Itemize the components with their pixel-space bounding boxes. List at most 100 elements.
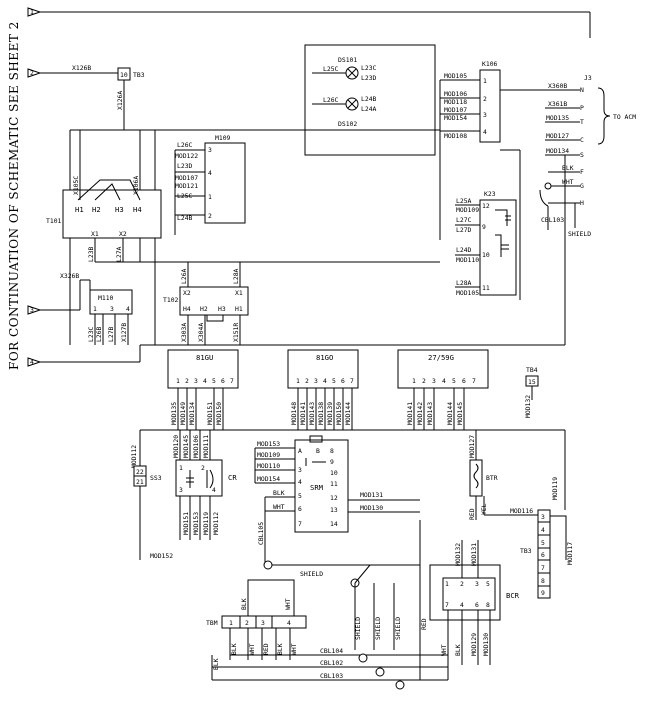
srm-pin-14: 14 — [330, 520, 338, 528]
marker-2-label: 2 — [30, 69, 34, 77]
marker-4: 4 — [27, 357, 42, 367]
t102-wire-x303a: X303A — [180, 323, 188, 342]
tb3-bottom-term-3: 3 — [541, 513, 545, 521]
tb3-bottom-term-4: 4 — [541, 526, 545, 534]
k23-wire-2: MOD109 — [456, 206, 479, 214]
k23-wire-3: L27C — [456, 216, 472, 224]
ds101-lamp: DS101 L25C L23C L23D — [304, 44, 436, 156]
k106-pin-2: 2 — [483, 95, 487, 103]
relay-81gu-wire-1: MOD135 — [170, 402, 178, 425]
srm-pin-10: 10 — [330, 469, 338, 477]
relay-81go-pin-6: 6 — [341, 377, 345, 385]
relay-81gu-pin-5: 5 — [212, 377, 216, 385]
j3-connector: J3 X360B X361B MOD135 MOD127 MOD134 BLK … — [500, 74, 636, 238]
bcr-pin-1: 1 — [445, 580, 449, 588]
j3-pin-t: T — [580, 118, 584, 126]
btr-wire-red: RED — [468, 508, 476, 520]
bcr-pin-4: 4 — [460, 601, 464, 609]
j3-pin-n: N — [580, 86, 584, 94]
tbm-wire-bot-4: BLK — [276, 643, 284, 655]
cable-shield-1: SHIELD — [300, 570, 323, 578]
t102-name: T102 — [163, 296, 179, 304]
relay-81go: 81GO 1 2 3 4 5 6 7 MOD148 MOD141 MOD143 … — [287, 349, 359, 430]
cr-name: CR — [228, 473, 237, 482]
m109-wire-1: L26C — [177, 141, 193, 149]
relay-81go-wire-4: MOD138 — [317, 402, 325, 425]
m109-pin-2: 2 — [208, 212, 212, 220]
k23-wire-5: L24D — [456, 246, 472, 254]
cable-cbl105: CBL105 — [257, 522, 265, 545]
srm-pin-3: 3 — [298, 466, 302, 474]
srm-wire-left-5: BLK — [273, 489, 285, 497]
j3-wire-g: WHT — [562, 178, 574, 186]
srm-wire-right-2: MOD130 — [360, 504, 383, 512]
srm-pin-8: 8 — [330, 447, 334, 455]
tbm-wire-bot-5: WHT — [290, 643, 298, 655]
tb4-wire: MOD132 — [524, 395, 532, 418]
bcr-wire-mod131: MOD131 — [470, 543, 478, 566]
srm-pin-13: 13 — [330, 506, 338, 514]
srm-pin-4: 4 — [298, 478, 302, 486]
wire-x126a: X126A — [116, 91, 124, 110]
k23-wire-1: L25A — [456, 197, 472, 205]
tb3-bottom-name: TB3 — [520, 547, 532, 555]
btr-wire-mod119: MOD119 — [551, 477, 559, 500]
k23-wire-7: L28A — [456, 279, 472, 287]
k23-wire-6: MOD110 — [456, 256, 479, 264]
k106-name: K106 — [482, 60, 498, 68]
k106-pin-1: 1 — [483, 77, 487, 85]
t101-transformer: T101 H1 H2 H3 H4 X1 X2 X105C X106A L23B … — [46, 130, 440, 263]
j3-cable: CBL103 — [541, 216, 564, 224]
relay-27-59g-wire-3: MOD143 — [426, 402, 434, 425]
ss3-term-21: 21 — [136, 478, 144, 486]
tbm-terminal-block: BLK WHT TBM 1 2 3 4 BLK WHT RED BLK WHT … — [206, 579, 307, 670]
tbm-term-1: 1 — [229, 619, 233, 627]
k106-wire-5: MOD154 — [444, 114, 467, 122]
m109-wire-3: L23D — [177, 162, 193, 170]
t102-pin-x1: X1 — [235, 289, 243, 297]
bcr-wire-red: RED — [420, 618, 428, 630]
ds102-lamp: L26C L24B L24A DS102 — [312, 95, 377, 128]
j3-wire-n: X360B — [548, 82, 567, 90]
ss3-switch: MOD112 22 21 SS3 MOD152 — [130, 445, 173, 560]
tb3-bottom-term-5: 5 — [541, 539, 545, 547]
cr-wire-top-2: MOD145 — [182, 435, 190, 458]
relay-27-59g-wire-5: MOD145 — [456, 402, 464, 425]
m109-pin-3: 3 — [208, 146, 212, 154]
srm-wire-right-1: MOD131 — [360, 491, 383, 499]
cr-pin-4: 4 — [212, 486, 216, 494]
ds101-left-wire: L25C — [323, 65, 339, 73]
m110-wire-x127b: X127B — [120, 323, 128, 342]
j3-pin-s: S — [580, 151, 584, 159]
t101-pin-h2: H2 — [92, 205, 101, 214]
k106-wire-1: MOD105 — [444, 72, 467, 80]
cr-wire-bot-2: MOD153 — [192, 512, 200, 535]
srm-pin-12: 12 — [330, 494, 338, 502]
btr-relay: BTR MOD127 MOD119 MOD116 RED YEL — [468, 430, 559, 520]
j3-wire-s: MOD134 — [546, 147, 569, 155]
btr-name: BTR — [486, 474, 498, 482]
relay-81go-pin-7: 7 — [350, 377, 354, 385]
t101-wire-l27a: L27A — [115, 246, 123, 262]
t101-pin-h4: H4 — [133, 205, 142, 214]
relay-27-59g-pin-4: 4 — [442, 377, 446, 385]
t101-wire-l23b: L23B — [87, 246, 95, 262]
marker-1-label: 1 — [30, 8, 34, 16]
tb3-bottom-term-9: 9 — [541, 589, 545, 597]
tb3-top-name: TB3 — [133, 71, 145, 79]
relay-81go-pin-4: 4 — [323, 377, 327, 385]
k106-wire-6: MOD108 — [444, 132, 467, 140]
relay-81go-wire-6: MOD150 — [335, 402, 343, 425]
k106-wire-2: MOD106 — [444, 90, 467, 98]
relay-27-59g-pin-7: 7 — [472, 377, 476, 385]
bcr-pin-5: 5 — [486, 580, 490, 588]
t102-pin-h1: H1 — [235, 305, 243, 313]
relay-81go-wire-3: MOD143 — [308, 402, 316, 425]
relay-81gu-pin-1: 1 — [176, 377, 180, 385]
j3-name: J3 — [584, 74, 592, 82]
j3-destination: TO ACM — [613, 113, 636, 121]
m110-wire-l23c: L23C — [87, 326, 95, 342]
tbm-wire-bot-3: RED — [262, 643, 270, 655]
t101-pin-x1: X1 — [91, 230, 99, 238]
cr-wire-top-4: MOD111 — [202, 435, 210, 458]
